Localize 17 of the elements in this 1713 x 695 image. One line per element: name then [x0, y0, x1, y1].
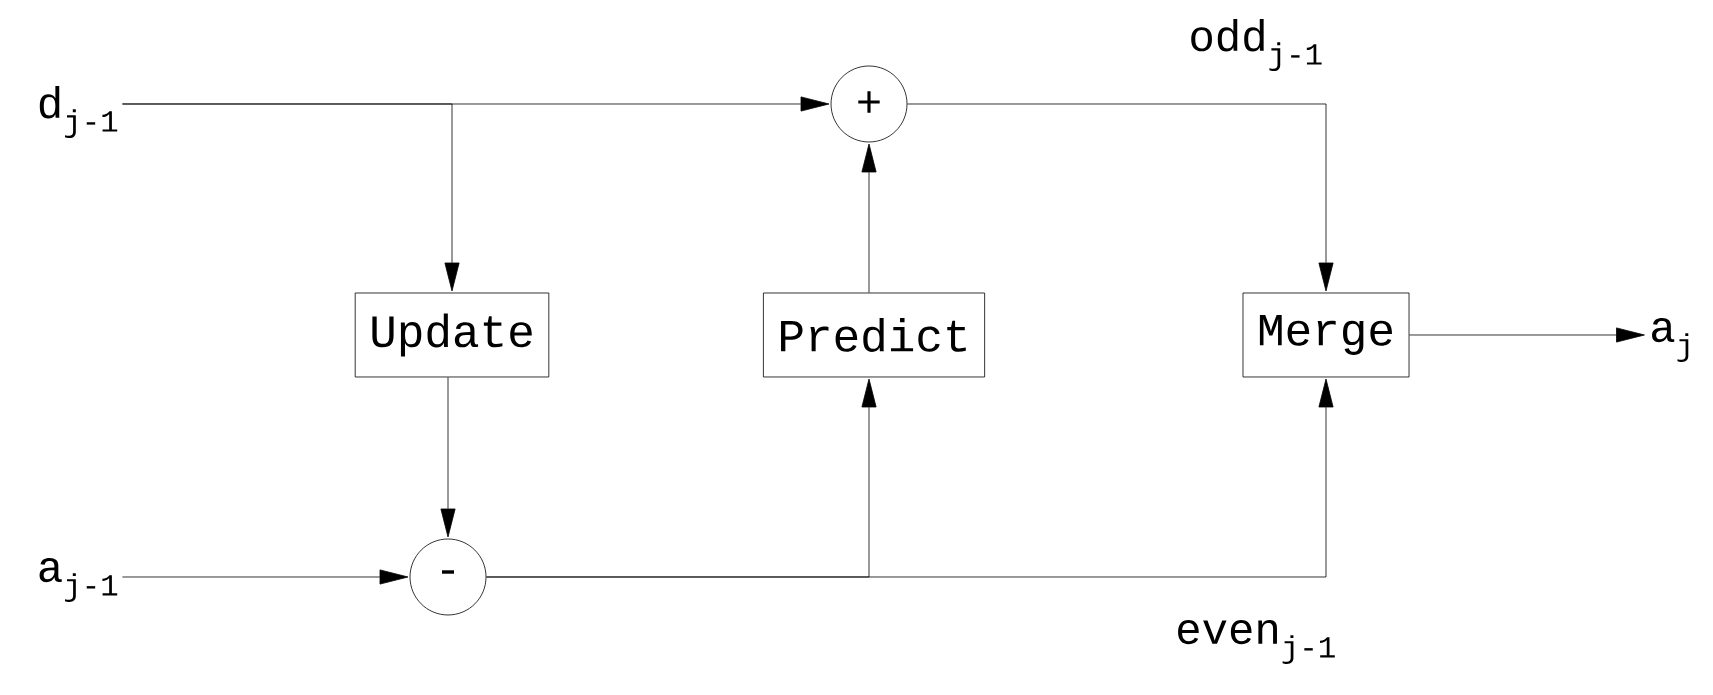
process-box: Merge — [1242, 292, 1410, 378]
process-box: Predict — [763, 292, 986, 378]
arrow — [861, 143, 877, 293]
arrow — [122, 569, 409, 585]
process-box: Update — [354, 292, 550, 378]
arrow — [907, 103, 1334, 292]
signal-label: d$_{j-1}$ — [39, 85, 118, 138]
summing-junction: - — [409, 538, 487, 616]
arrow — [122, 103, 460, 292]
edge-label: even$_{j-1}$ — [1178, 620, 1335, 664]
signal-label: a$_{j-1}$ — [39, 558, 118, 602]
signal-label: a$_{j}$ — [1652, 318, 1689, 362]
summing-junction: + — [830, 65, 908, 143]
arrow — [1409, 327, 1645, 343]
arrow — [440, 377, 456, 538]
arrow — [486, 378, 1334, 578]
edge-label: odd$_{j-1}$ — [1191, 18, 1322, 71]
